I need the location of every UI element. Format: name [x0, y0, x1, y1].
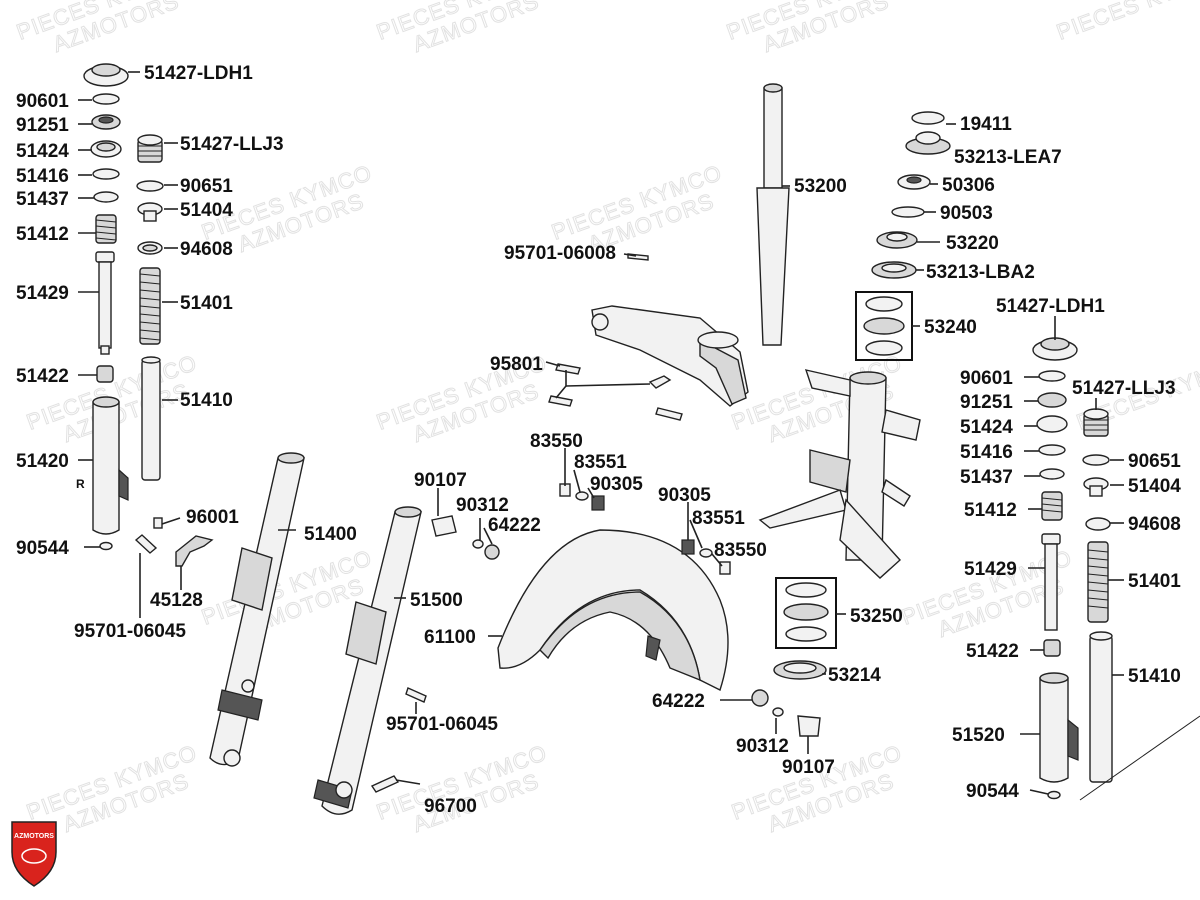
part-label: 51420 — [16, 451, 69, 472]
shield-icon — [11, 821, 57, 887]
part-label: 51427-LDH1 — [996, 296, 1105, 317]
part-label: 95701-06008 — [504, 243, 616, 264]
logo-text: AZMOTORS — [14, 833, 54, 840]
fork-leg-51400 — [209, 452, 305, 767]
part-label: 61100 — [424, 627, 476, 648]
part-label: 90107 — [782, 757, 835, 778]
part-label: 90544 — [16, 538, 69, 559]
bearing-kit-53240 — [863, 296, 905, 356]
part-label: 19411 — [960, 114, 1012, 135]
part-label: 51410 — [1128, 666, 1181, 687]
part-label: 51424 — [960, 417, 1013, 438]
part-label: 50306 — [942, 175, 995, 196]
steering-stem-53200 — [591, 83, 790, 407]
right-fork-internals — [1032, 337, 1079, 800]
front-fender-61100 — [497, 529, 729, 691]
head-bearing-parts — [871, 111, 951, 279]
part-label: 51401 — [180, 293, 233, 314]
part-label: 53200 — [794, 176, 847, 197]
fender-hardware — [431, 483, 821, 737]
part-label: 95801 — [490, 354, 543, 375]
stem-hardware — [548, 253, 683, 421]
race-53214 — [773, 660, 827, 680]
part-label: 51410 — [180, 390, 233, 411]
part-label: 91251 — [16, 115, 69, 136]
part-label: 51412 — [16, 224, 69, 245]
fork-side-mark: R — [76, 477, 85, 491]
part-label: 90305 — [590, 474, 643, 495]
bearing-kit-box-53250 — [775, 577, 837, 649]
part-label: 90312 — [456, 495, 509, 516]
part-label: 95701-06045 — [386, 714, 498, 735]
part-label: 51427-LDH1 — [144, 63, 253, 84]
frame-headstock — [758, 369, 921, 579]
part-label: 90107 — [414, 470, 467, 491]
part-label: 51416 — [16, 166, 69, 187]
part-label: 91251 — [960, 392, 1013, 413]
part-label: 90503 — [940, 203, 993, 224]
azmotors-logo: AZMOTORS — [11, 821, 57, 887]
part-label: 90601 — [960, 368, 1013, 389]
part-label: 45128 — [150, 590, 203, 611]
part-label: 90651 — [1128, 451, 1181, 472]
part-label: 53220 — [946, 233, 999, 254]
part-label: 53213-LBA2 — [926, 262, 1035, 283]
part-label: 53213-LEA7 — [954, 147, 1062, 168]
part-labels: 51427-LDH1 90601 91251 51424 51416 51437… — [16, 63, 1181, 817]
bearing-kit-53250 — [783, 582, 829, 642]
part-label: 51422 — [16, 366, 69, 387]
part-label: 53250 — [850, 606, 903, 627]
part-label: 94608 — [1128, 514, 1181, 535]
fork-leg-51500 — [313, 506, 422, 815]
part-label: 51404 — [180, 200, 233, 221]
part-label: 51424 — [16, 141, 69, 162]
part-label: 51427-LLJ3 — [180, 134, 284, 155]
part-label: 51500 — [410, 590, 463, 611]
part-label: 64222 — [652, 691, 705, 712]
part-label: 51437 — [16, 189, 69, 210]
part-label: 51422 — [966, 641, 1019, 662]
part-label: 53240 — [924, 317, 977, 338]
part-label: 90544 — [966, 781, 1019, 802]
corner-line — [1079, 715, 1200, 801]
part-label: 83551 — [692, 508, 745, 529]
part-label: 51427-LLJ3 — [1072, 378, 1176, 399]
part-label: 96700 — [424, 796, 477, 817]
part-label: 83550 — [714, 540, 767, 561]
part-label: 51437 — [960, 467, 1013, 488]
part-label: 83550 — [530, 431, 583, 452]
leader-lines — [78, 71, 1124, 795]
part-label: 64222 — [488, 515, 541, 536]
part-label: 90601 — [16, 91, 69, 112]
part-label: 51412 — [964, 500, 1017, 521]
watermark-line1: PIECES KYMCO — [1053, 0, 1200, 45]
left-damper-parts — [136, 134, 164, 481]
fork-hardware — [134, 517, 427, 793]
part-label: 51400 — [304, 524, 357, 545]
part-label: 90305 — [658, 485, 711, 506]
part-label: 53214 — [828, 665, 881, 686]
right-damper-parts — [1082, 408, 1113, 783]
part-label: 95701-06045 — [74, 621, 186, 642]
part-label: 90312 — [736, 736, 789, 757]
part-label: 51429 — [16, 283, 69, 304]
part-label: 83551 — [574, 452, 627, 473]
left-fork-internals: R — [76, 63, 129, 551]
part-label: 90651 — [180, 176, 233, 197]
part-label: 51429 — [964, 559, 1017, 580]
part-label: 51401 — [1128, 571, 1181, 592]
part-label: 96001 — [186, 507, 239, 528]
part-label: 94608 — [180, 239, 233, 260]
watermark-group: PIECES KYMCO AZMOTORS PIECES KYMCO AZMOT… — [13, 0, 1200, 837]
part-label: 51416 — [960, 442, 1013, 463]
part-label: 51404 — [1128, 476, 1181, 497]
part-label: 51520 — [952, 725, 1005, 746]
